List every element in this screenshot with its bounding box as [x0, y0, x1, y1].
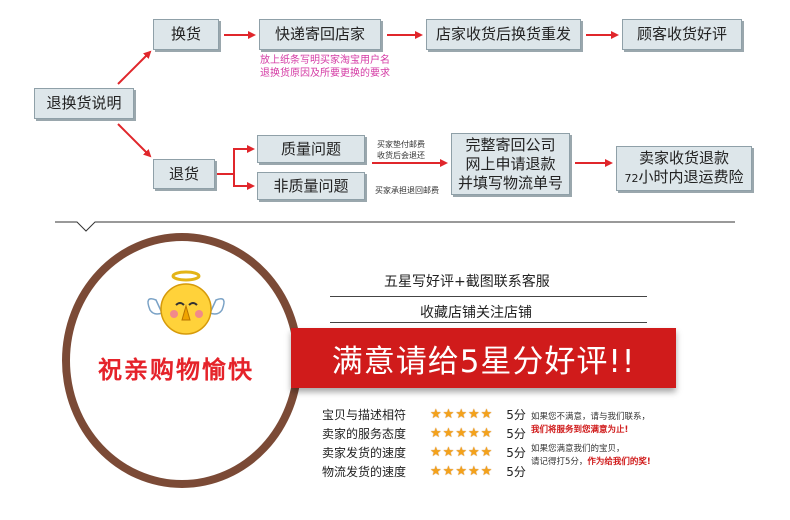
rating-score: 5分 [506, 407, 526, 422]
exchange-step2-box: 店家收货后换货重发 [426, 19, 581, 50]
rating-score: 5分 [506, 464, 526, 479]
star-icon: ★ [480, 444, 493, 460]
rating-row: 卖家的服务态度 ★★★★★ 5分 [322, 423, 526, 443]
msg-line2: 我们将服务到您满意为止! [531, 425, 629, 435]
arrow-root-refund [117, 123, 152, 158]
msg-line4-b: 作为给我们的奖! [587, 457, 651, 467]
quality-box: 质量问题 [257, 135, 365, 163]
refund-step3-text: 小时内退运费险 [638, 168, 744, 186]
quality-note: 买家垫付邮费 收货后会退还 [377, 139, 425, 161]
promo-line2: 收藏店铺关注店铺 [420, 305, 532, 321]
rating-stars: ★★★★★ [430, 408, 492, 421]
rating-stars: ★★★★★ [430, 427, 492, 440]
exchange-note-line1: 放上纸条写明买家淘宝用户名 [260, 55, 390, 66]
banner-text: 满意请给5星分好评!! [331, 343, 636, 380]
star-icon: ★ [467, 425, 480, 441]
refund-step2-line2: 网上申请退款 [465, 154, 556, 173]
promo-line1: 五星写好评+截图联系客服 [384, 274, 550, 290]
angel-emoji-icon [147, 270, 225, 335]
non-quality-note: 买家承担退回邮费 [375, 186, 439, 195]
msg-line1: 如果您不满意，请与我们联系， [531, 412, 651, 422]
exchange-box: 换货 [153, 19, 219, 50]
non-quality-box: 非质量问题 [257, 172, 365, 200]
rating-stars: ★★★★★ [430, 446, 492, 459]
rating-label: 宝贝与描述相符 [322, 407, 407, 422]
refund-step2-box: 完整寄回公司 网上申请退款 并填写物流单号 [451, 133, 570, 195]
rating-score: 5分 [506, 445, 526, 460]
rating-row: 卖家发货的速度 ★★★★★ 5分 [322, 442, 526, 462]
refund-step2-line1: 完整寄回公司 [465, 135, 556, 154]
refund-step3-line1: 卖家收货退款 [638, 149, 729, 167]
star-icon: ★ [455, 425, 467, 441]
rating-score: 5分 [506, 426, 526, 441]
rating-label: 卖家的服务态度 [322, 426, 407, 441]
rating-row: 宝贝与描述相符 ★★★★★ 5分 [322, 404, 526, 424]
promo-rule1 [330, 296, 647, 297]
exchange-step3-box: 顾客收货好评 [622, 19, 742, 50]
refund-step3-box: 卖家收货退款 72小时内退运费险 [616, 146, 752, 191]
rating-stars: ★★★★★ [430, 465, 492, 478]
refund-step3-num: 72 [624, 172, 639, 185]
star-icon: ★ [480, 406, 493, 422]
star-icon: ★ [467, 406, 480, 422]
star-icon: ★ [430, 425, 442, 441]
star-icon: ★ [430, 444, 442, 460]
star-icon: ★ [455, 463, 467, 479]
quality-note-line1: 买家垫付邮费 [377, 140, 425, 149]
section-divider [55, 221, 735, 232]
rating-label: 物流发货的速度 [322, 464, 407, 479]
exchange-step1-box: 快递寄回店家 [259, 19, 381, 50]
star-icon: ★ [480, 425, 493, 441]
quality-note-line2: 收货后会退还 [377, 151, 425, 160]
star-icon: ★ [467, 444, 480, 460]
exchange-note: 放上纸条写明买家淘宝用户名 退换货原因及所要更换的要求 [250, 54, 400, 80]
refund-branch-connector [217, 145, 255, 175]
refund-box: 退货 [153, 159, 215, 189]
msg-line4: 请记得打5分，作为给我们的奖! [531, 457, 651, 468]
star-icon: ★ [442, 406, 455, 422]
refund-step2-line3: 并填写物流单号 [457, 173, 563, 192]
star-icon: ★ [442, 463, 455, 479]
msg-line3: 如果您满意我们的宝贝， [531, 444, 625, 454]
refund-branch-connector-2 [233, 174, 255, 190]
star-icon: ★ [455, 444, 467, 460]
rating-banner: 满意请给5星分好评!! [291, 328, 676, 388]
arrow-root-exchange [117, 50, 152, 85]
star-icon: ★ [442, 425, 455, 441]
exchange-note-line2: 退换货原因及所要更换的要求 [260, 68, 390, 79]
star-icon: ★ [480, 463, 493, 479]
star-icon: ★ [430, 406, 442, 422]
star-icon: ★ [467, 463, 480, 479]
msg-line4-a: 请记得打5分， [531, 457, 588, 467]
star-icon: ★ [442, 444, 455, 460]
rating-label: 卖家发货的速度 [322, 445, 407, 460]
star-icon: ★ [455, 406, 467, 422]
rating-row: 物流发货的速度 ★★★★★ 5分 [322, 461, 526, 481]
star-icon: ★ [430, 463, 442, 479]
root-box: 退换货说明 [34, 88, 134, 119]
blessing-text: 祝亲购物愉快 [98, 355, 254, 384]
promo-rule2 [330, 322, 647, 323]
refund-step3-line2: 72小时内退运费险 [624, 168, 743, 188]
